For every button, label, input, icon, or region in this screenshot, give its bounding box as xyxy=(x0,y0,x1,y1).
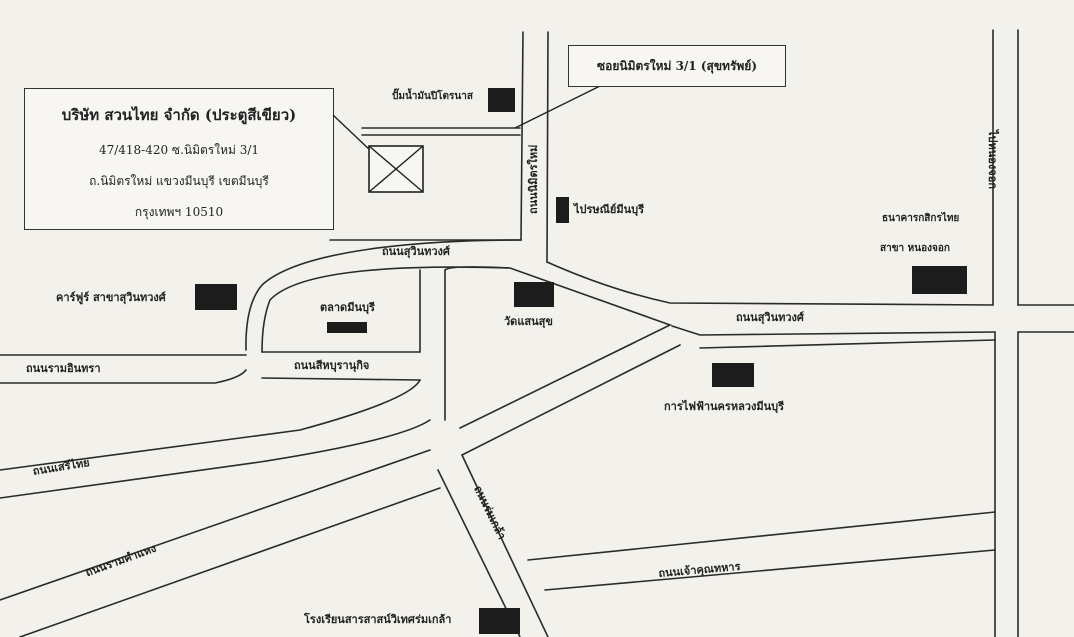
electricity-marker xyxy=(712,363,754,387)
bank-label-line2: สาขา หนองจอก xyxy=(880,243,950,254)
bank-marker xyxy=(912,266,967,294)
bank-label-line1: ธนาคารกสิกรไทย xyxy=(882,213,960,224)
road-label-suwinthawong-top: ถนนสุวินทวงศ์ xyxy=(382,245,450,258)
school-label: โรงเรียนสารสาสน์วิเทศร่มเกล้า xyxy=(304,613,452,626)
road-edge xyxy=(520,31,524,241)
address-line-2: ถ.นิมิตรใหม่ แขวงมีนบุรี เขตมีนบุรี xyxy=(89,174,269,188)
post-office-label: ไปรษณีย์มีนบุรี xyxy=(574,203,644,216)
road-label-sihaburanukit: ถนนสีหบุรานุกิจ xyxy=(294,359,370,372)
post-office-marker xyxy=(556,197,569,223)
temple-label: วัดแสนสุข xyxy=(504,315,553,328)
road-label-suwinthawong-right: ถนนสุวินทวงศ์ xyxy=(736,311,804,324)
gas-station-label: ปั๊มน้ำมันปิโตรนาส xyxy=(392,91,473,102)
road-edge xyxy=(546,31,549,263)
road-label-ramintra: ถนนรามอินทรา xyxy=(26,362,101,375)
company-name: บริษัท สวนไทย จำกัด (ประตูสีเขียว) xyxy=(61,106,297,124)
road-label-nimitmai: ถนนนิมิตรใหม่ xyxy=(527,144,540,214)
electricity-label: การไฟฟ้านครหลวงมีนบุรี xyxy=(664,400,785,413)
market-marker xyxy=(327,322,367,333)
temple-marker xyxy=(514,282,554,307)
school-marker xyxy=(479,608,520,634)
soi-callout: ซอยนิมิตรใหม่ 3/1 (สุขทรัพย์) xyxy=(568,45,786,87)
road-label-nong-chok: ไปหนองจอก xyxy=(986,130,999,189)
carrefour-marker xyxy=(195,284,237,310)
address-line-3: กรุงเทพฯ 10510 xyxy=(134,205,224,219)
market-label: ตลาดมีนบุรี xyxy=(320,301,375,314)
company-info-box: บริษัท สวนไทย จำกัด (ประตูสีเขียว) 47/41… xyxy=(24,88,334,230)
carrefour-label: คาร์ฟูร์ สาขาสุวินทวงศ์ xyxy=(56,291,166,304)
gas-station-marker xyxy=(488,88,515,112)
address-line-1: 47/418-420 ซ.นิมิตรใหม่ 3/1 xyxy=(98,143,260,157)
